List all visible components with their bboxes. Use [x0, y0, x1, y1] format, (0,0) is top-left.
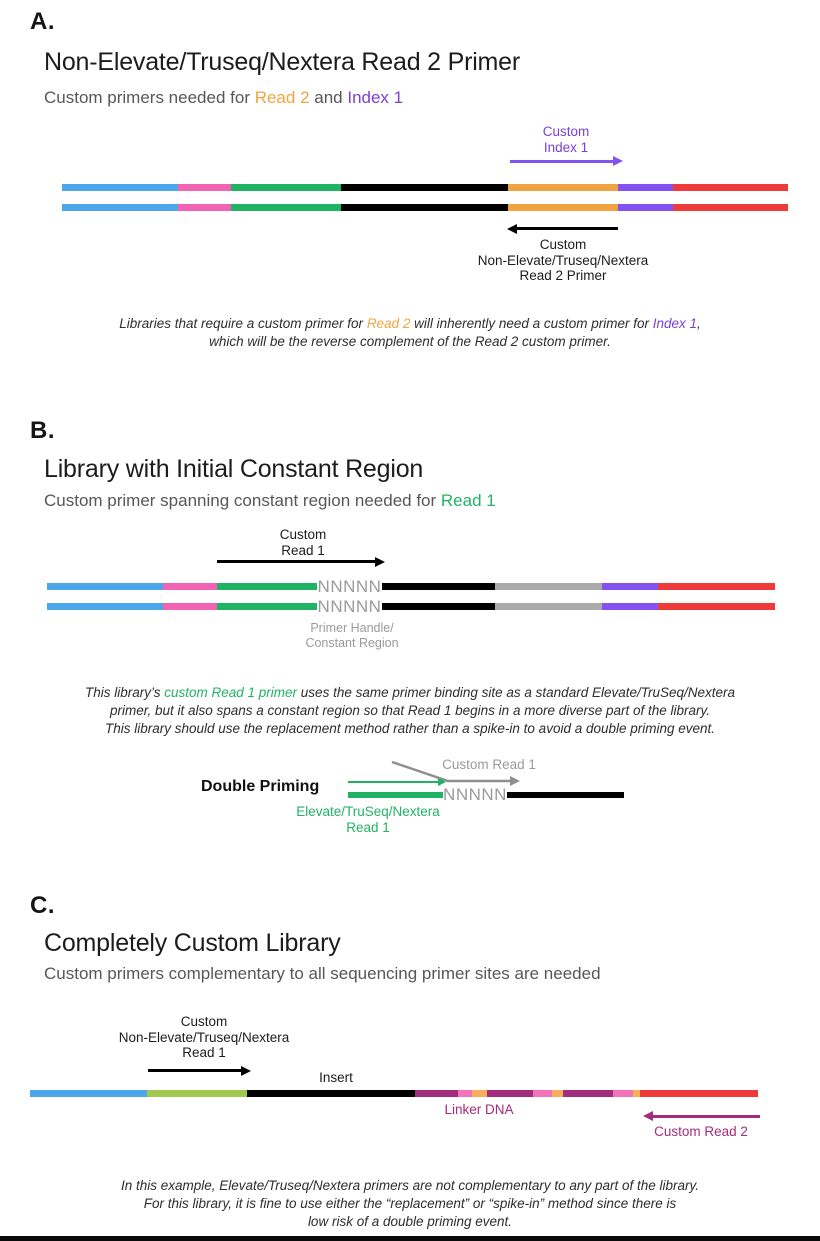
- panel-a-subtitle: Custom primers needed for Read 2 and Ind…: [44, 88, 404, 107]
- library-strand-top-a: [62, 184, 788, 191]
- elevate-read1-arrow-icon: [348, 781, 438, 783]
- double-priming-custom-read1-label: Custom Read 1: [442, 757, 536, 772]
- panel-b-subtitle: Custom primer spanning constant region n…: [44, 491, 496, 510]
- panel-a-letter: A.: [30, 8, 55, 35]
- panel-b-letter: B.: [30, 417, 55, 444]
- library-strand-bottom-a: [62, 204, 788, 211]
- insert-label: Insert: [319, 1070, 353, 1085]
- read1-arrow-icon: [217, 560, 375, 563]
- panel-b-title: Library with Initial Constant Region: [44, 455, 424, 483]
- library-strand-bottom-b: NNNNN: [47, 598, 775, 615]
- panel-c-title: Completely Custom Library: [44, 929, 341, 957]
- custom-read1-arrow-icon: [148, 1069, 241, 1072]
- panel-c-letter: C.: [30, 892, 55, 919]
- custom-read1-bent-arrow-icon: [391, 760, 520, 786]
- custom-read2-arrow-icon: [653, 1115, 760, 1118]
- panel-c-subtitle: Custom primers complementary to all sequ…: [44, 964, 601, 983]
- index1-arrow-icon: [510, 160, 613, 163]
- double-priming-strand: NNNNN: [348, 786, 624, 803]
- read2-primer-arrow-icon: [517, 227, 618, 230]
- library-strand-c: [30, 1090, 758, 1097]
- panel-c-caption: In this example, Elevate/Truseq/Nextera …: [120, 1178, 699, 1229]
- screenshot-bottom-edge: [0, 1236, 820, 1241]
- custom-read2-label: Custom Read 2: [654, 1124, 748, 1139]
- double-priming-label: Double Priming: [201, 778, 320, 795]
- panel-b-caption: This library’s custom Read 1 primer uses…: [84, 685, 736, 736]
- panel-a-title: Non-Elevate/Truseq/Nextera Read 2 Primer: [44, 48, 520, 76]
- primer-handle-label: Primer Handle/Constant Region: [305, 621, 399, 650]
- library-strand-top-b: NNNNN: [47, 578, 775, 595]
- panel-a-caption: Libraries that require a custom primer f…: [119, 316, 701, 349]
- linker-dna-label: Linker DNA: [444, 1102, 514, 1117]
